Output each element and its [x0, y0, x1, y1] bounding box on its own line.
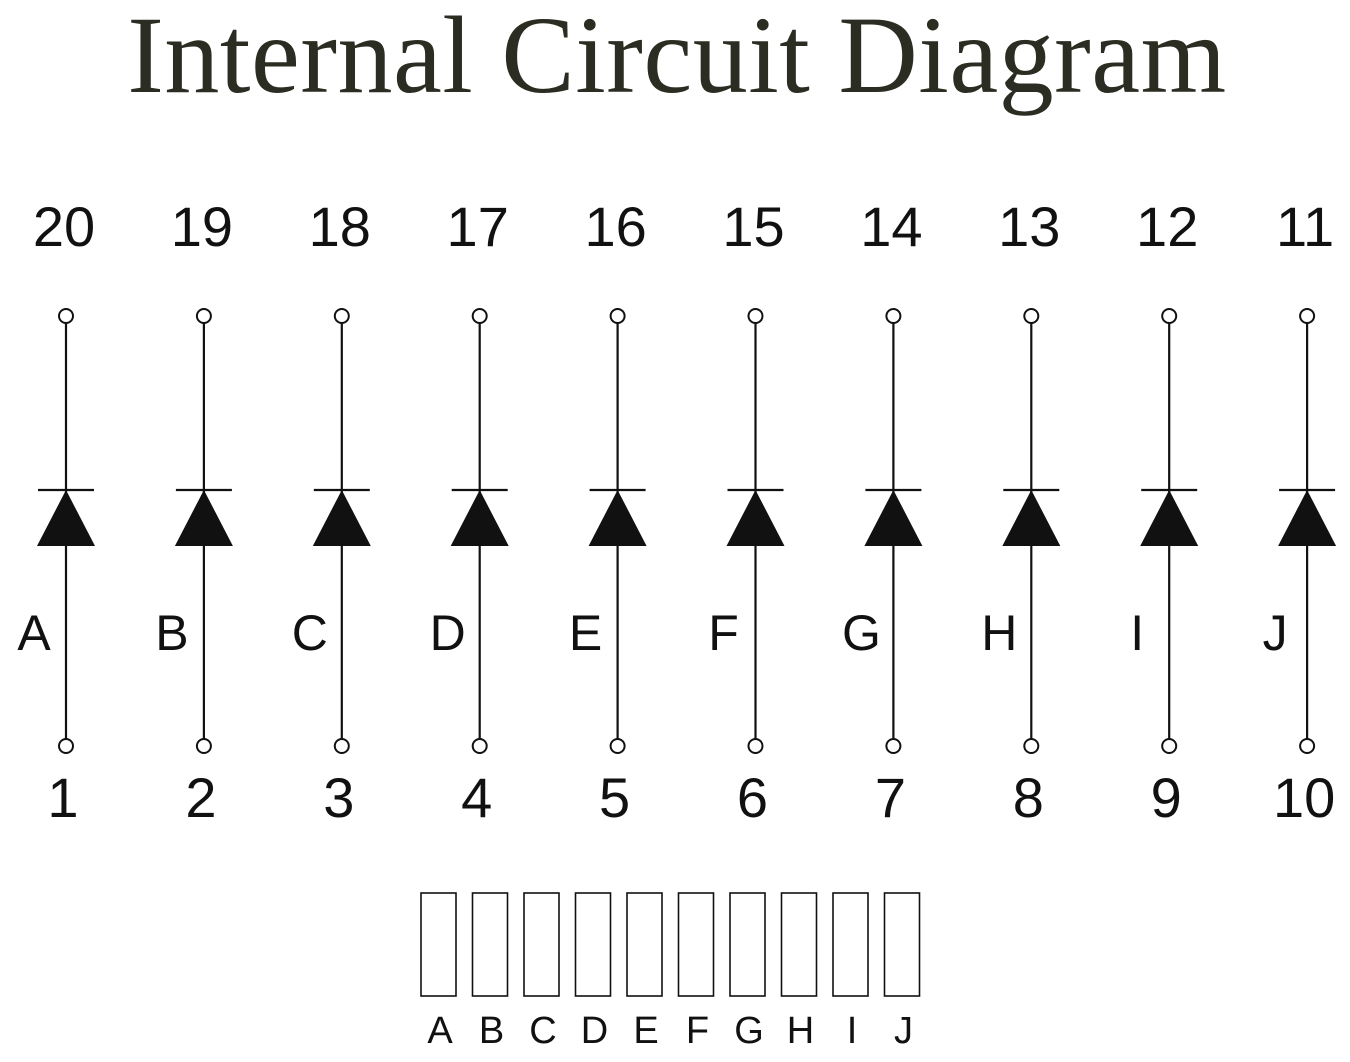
diode-triangle — [174, 490, 233, 546]
pin-terminal-top — [1161, 308, 1178, 324]
diode-f: 15 6 F — [708, 195, 784, 829]
bar-segment-j — [883, 892, 921, 997]
pin-terminal-bottom — [1299, 738, 1316, 754]
bar-segment-a — [420, 892, 457, 997]
pin-terminal-top — [471, 308, 488, 324]
bar-segment-h — [780, 892, 818, 997]
diode-triangle — [450, 490, 509, 546]
segment-label: J — [1263, 605, 1288, 661]
pin-number-top: 15 — [722, 195, 784, 258]
diode-a: 20 1 A — [17, 195, 95, 829]
diode-triangle — [312, 490, 371, 546]
pin-terminal-bottom — [609, 738, 626, 754]
diode-triangle — [1002, 490, 1061, 546]
bar-segment-label: E — [633, 1010, 658, 1052]
bar-segment-label: C — [529, 1010, 556, 1052]
bar-segment-label: J — [894, 1010, 913, 1052]
segment-label: C — [292, 605, 328, 661]
segment-label: G — [842, 605, 881, 661]
pin-number-top: 12 — [1136, 195, 1198, 258]
bar-segment-label: D — [581, 1010, 608, 1052]
pin-terminal-bottom — [1023, 738, 1040, 754]
diode-e: 16 5 E — [569, 195, 647, 829]
pin-number-bottom: 2 — [185, 766, 216, 829]
pin-number-top: 18 — [309, 195, 371, 258]
bar-segment-b — [471, 892, 509, 997]
pin-number-bottom: 6 — [737, 766, 768, 829]
pin-number-bottom: 1 — [47, 766, 78, 829]
pin-terminal-top — [195, 308, 212, 324]
diagram-title: Internal Circuit Diagram — [127, 0, 1227, 116]
pin-terminal-top — [1299, 308, 1316, 324]
diode-triangle — [1140, 490, 1199, 546]
pin-number-top: 13 — [998, 195, 1060, 258]
segment-label: F — [708, 605, 739, 661]
segment-label: B — [155, 605, 188, 661]
pin-number-top: 14 — [860, 195, 922, 258]
pin-terminal-bottom — [885, 738, 902, 754]
bar-segment-i — [832, 892, 869, 997]
diode-triangle — [864, 490, 923, 546]
diode-triangle — [726, 490, 785, 546]
pin-number-bottom: 9 — [1151, 766, 1182, 829]
pin-terminal-bottom — [58, 738, 74, 754]
pin-terminal-bottom — [1161, 738, 1178, 754]
diode-d: 17 4 D — [430, 195, 509, 829]
pin-terminal-top — [333, 308, 350, 324]
bar-segment-label: B — [479, 1010, 504, 1052]
pin-number-bottom: 3 — [323, 766, 354, 829]
pin-terminal-top — [747, 308, 764, 324]
segment-label: A — [17, 605, 51, 661]
diode-h: 13 8 H — [981, 195, 1060, 829]
pin-number-top: 16 — [584, 195, 646, 258]
bar-segment-label: H — [787, 1010, 814, 1052]
pin-number-top: 11 — [1276, 195, 1334, 258]
bar-segment-g — [729, 892, 766, 997]
pin-number-bottom: 10 — [1273, 766, 1335, 829]
diode-j: 11 10 J — [1263, 195, 1337, 829]
pin-number-bottom: 5 — [599, 766, 630, 829]
segment-label: E — [569, 605, 602, 661]
bar-segment-label: I — [847, 1010, 858, 1052]
diode-triangle — [1278, 490, 1337, 546]
bar-segment-d — [574, 892, 612, 997]
bar-segment-f — [677, 892, 715, 997]
pin-number-top: 20 — [33, 195, 95, 258]
pin-number-bottom: 4 — [461, 766, 492, 829]
diode-c: 18 3 C — [292, 195, 371, 829]
pin-terminal-top — [1023, 308, 1040, 324]
bar-segment-c — [523, 892, 560, 997]
pin-number-bottom: 7 — [875, 766, 906, 829]
segment-label: D — [430, 605, 466, 661]
bar-segment-label: A — [427, 1010, 453, 1052]
diode-triangle — [37, 490, 95, 546]
diode-i: 12 9 I — [1130, 195, 1198, 829]
bar-segment-e — [626, 892, 663, 997]
pin-terminal-bottom — [195, 738, 212, 754]
pin-terminal-bottom — [333, 738, 350, 754]
pin-number-top: 19 — [171, 195, 233, 258]
bar-segment-label: G — [734, 1010, 764, 1052]
pin-terminal-top — [609, 308, 626, 324]
pin-number-top: 17 — [447, 195, 509, 258]
segment-label: I — [1130, 605, 1144, 661]
pin-terminal-top — [885, 308, 902, 324]
diode-triangle — [588, 490, 647, 546]
segment-label: H — [981, 605, 1017, 661]
diode-b: 19 2 B — [155, 195, 233, 829]
pin-terminal-top — [58, 308, 74, 324]
pin-terminal-bottom — [471, 738, 488, 754]
bar-segment-label: F — [686, 1010, 709, 1052]
pin-number-bottom: 8 — [1013, 766, 1044, 829]
diode-g: 14 7 G — [842, 195, 923, 829]
pin-terminal-bottom — [747, 738, 764, 754]
